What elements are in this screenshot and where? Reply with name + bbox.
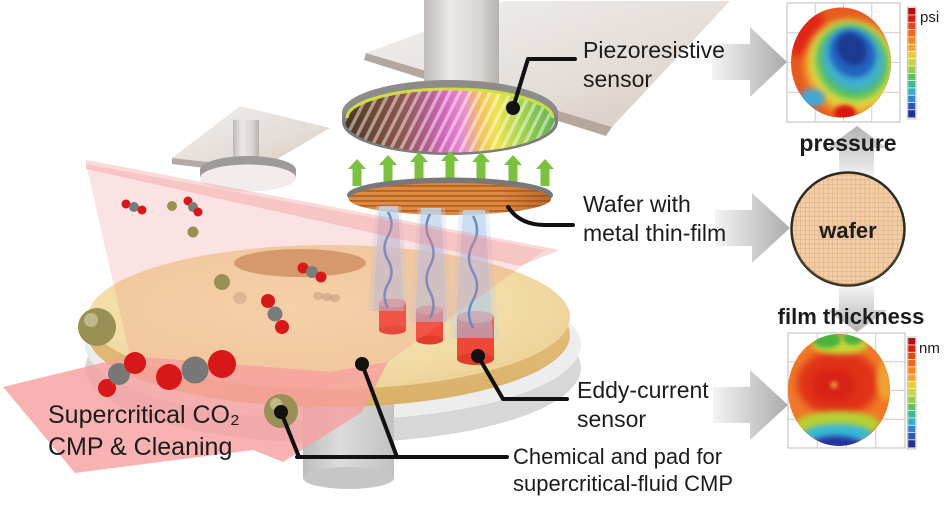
co2-molecule xyxy=(297,262,327,283)
co2-molecule xyxy=(156,350,236,390)
wafer-thin-film-label: Wafer with metal thin-film xyxy=(583,191,727,247)
co2-molecule xyxy=(261,294,289,334)
pressure-output-label: pressure xyxy=(799,130,897,156)
piezoresistive-sensor-label: Piezoresistive sensor xyxy=(583,37,725,93)
co2-molecule xyxy=(183,196,203,217)
co2-spray-beam xyxy=(86,164,545,404)
co2-molecule xyxy=(121,199,147,215)
piezoresistive-sensor-disc xyxy=(342,80,558,155)
flow-arrows xyxy=(712,27,887,440)
film-thickness-heatmap xyxy=(787,332,906,449)
pressure-heatmap xyxy=(786,2,901,123)
film-thickness-colorbar xyxy=(907,336,917,450)
sensor-ring-highlight xyxy=(345,87,555,119)
flow-arrow-right-icon xyxy=(712,27,787,97)
supercritical-co2-label: Supercritical CO₂ CMP & Cleaning xyxy=(48,401,240,461)
annotation-connectors xyxy=(279,57,577,459)
eddy-field-beams xyxy=(368,206,499,338)
co2-molecules xyxy=(98,196,327,397)
flow-arrow-right-icon xyxy=(715,193,790,263)
pressure-unit-label: psi xyxy=(920,9,940,26)
flow-arrow-down-icon xyxy=(827,286,887,332)
flow-arrow-right-icon xyxy=(713,370,788,440)
film-unit-label: nm xyxy=(919,340,940,357)
wafer-output-label: wafer xyxy=(819,218,877,243)
wafer-map xyxy=(790,171,906,287)
film-thickness-output-label: film thickness xyxy=(777,304,925,329)
pressure-colorbar xyxy=(907,6,917,120)
flow-arrow-up-icon xyxy=(827,126,887,178)
connector-dots xyxy=(274,101,520,419)
co2-spray-beam-core xyxy=(86,160,560,266)
chemical-pad-label: Chemical and pad for supercritical-fluid… xyxy=(513,444,734,496)
small-polishing-head xyxy=(172,106,330,192)
pad-recess xyxy=(234,249,366,277)
co2-molecule xyxy=(98,352,146,397)
eddy-current-sensor-label: Eddy-current sensor xyxy=(577,377,709,433)
